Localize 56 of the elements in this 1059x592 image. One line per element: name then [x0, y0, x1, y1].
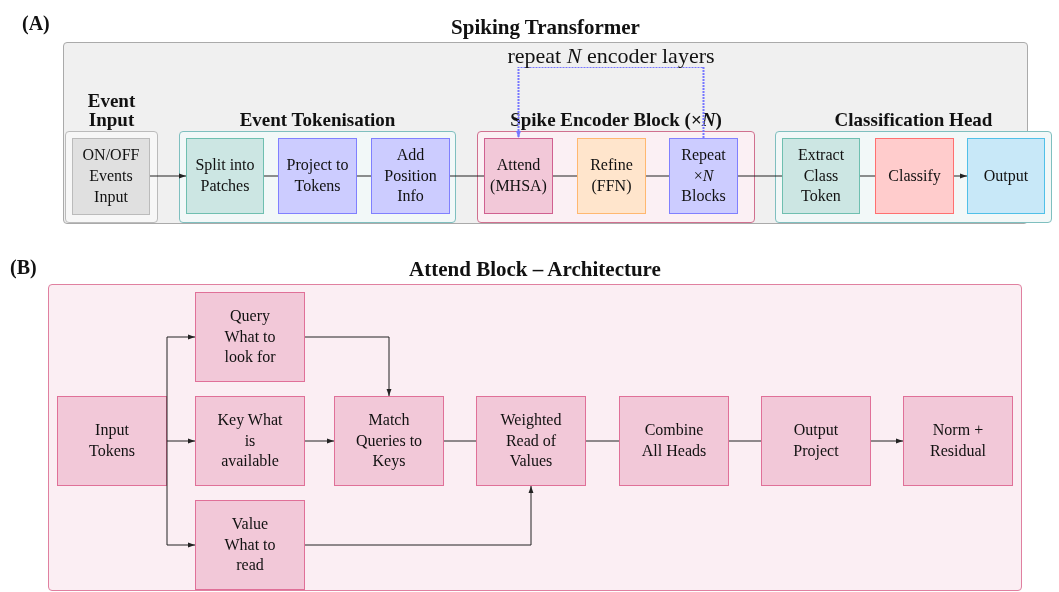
- process-box: [782, 138, 860, 214]
- process-box: [371, 138, 450, 214]
- box-label: Refine (FFN): [589, 155, 634, 196]
- box-label: ON/OFF Events Input: [81, 145, 141, 208]
- box-label: Norm + Residual: [929, 420, 987, 461]
- box-label: Project to Tokens: [285, 155, 350, 196]
- process-box: [186, 138, 264, 214]
- process-box: [278, 138, 357, 214]
- box-label: Add Position Info: [383, 144, 438, 207]
- box-label: Key What is available: [216, 409, 284, 472]
- arrow: [304, 485, 534, 546]
- process-box: [669, 138, 738, 214]
- box-label: Output: [982, 165, 1030, 187]
- group-heading: Attend Block – Architecture: [409, 257, 661, 281]
- group-heading: Event Input: [87, 90, 136, 130]
- group-heading: Spike Encoder Block (×N): [510, 109, 722, 130]
- arrow: [516, 66, 705, 139]
- box-label: Attend (MHSA): [489, 155, 548, 197]
- box-label: Classify: [887, 165, 942, 187]
- box-label: Input Tokens: [88, 420, 136, 461]
- process-box: [903, 396, 1013, 486]
- arrow: [304, 336, 392, 397]
- process-box: [195, 500, 305, 590]
- box-label: Query What to look for: [223, 305, 277, 368]
- process-box: [476, 396, 586, 486]
- process-box: [57, 396, 167, 486]
- process-box: [875, 138, 954, 214]
- arrow: [166, 440, 196, 548]
- box-label: Extract Class Token: [796, 144, 846, 207]
- panel-label: (B): [10, 256, 37, 279]
- process-box: [195, 292, 305, 382]
- process-box: [761, 396, 871, 486]
- process-box: [619, 396, 729, 486]
- process-box: [577, 138, 646, 214]
- box-label: Combine All Heads: [640, 420, 708, 461]
- box-label: Repeat ×N Blocks: [680, 144, 727, 207]
- box-label: Output Project: [792, 420, 840, 462]
- arrow: [166, 334, 196, 442]
- process-box: [334, 396, 444, 486]
- process-box: [967, 138, 1045, 214]
- group-heading: Spiking Transformer: [451, 15, 640, 39]
- process-box: [484, 138, 553, 214]
- arrow: [304, 438, 335, 444]
- arrow: [149, 173, 187, 179]
- group-heading: Event Tokenisation: [239, 109, 396, 130]
- process-box: [195, 396, 305, 486]
- arrow: [870, 438, 904, 444]
- panel-label: (A): [22, 12, 50, 35]
- process-box: [72, 138, 150, 215]
- arrow: [166, 438, 196, 444]
- group-heading: Classification Head: [834, 109, 993, 130]
- box-label: Weighted Read of Values: [499, 409, 563, 472]
- box-label: Match Queries to Keys: [354, 409, 424, 472]
- box-label: Split into Patches: [194, 155, 256, 196]
- box-label: Value What to read: [223, 513, 277, 576]
- arrow: [953, 173, 968, 179]
